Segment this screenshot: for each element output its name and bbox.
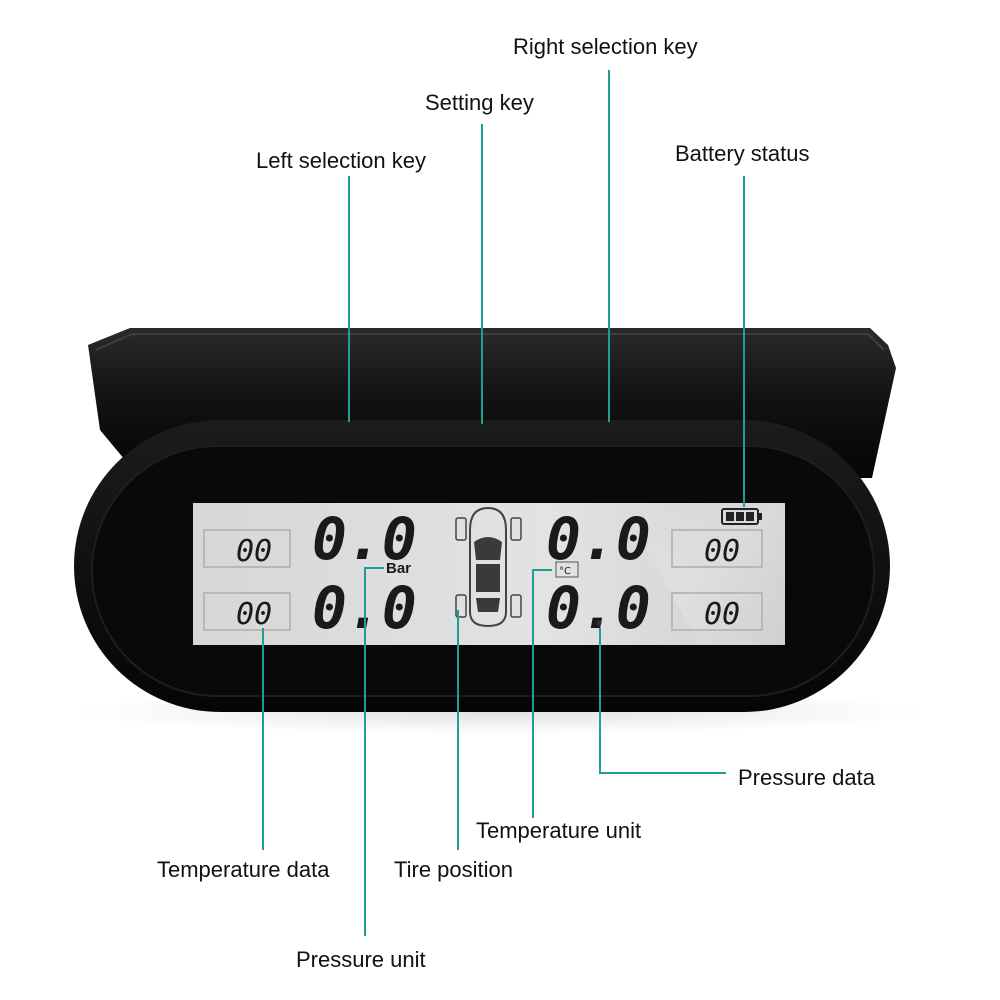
temperature-unit-indicator: °C (559, 566, 571, 577)
battery-status-label: Battery status (675, 141, 810, 166)
temp-value-front-left: 00 (236, 534, 272, 569)
tire-position-car-icon (455, 506, 522, 628)
temperature-unit-label: Temperature unit (476, 818, 642, 843)
temp-box-front-right (671, 529, 763, 568)
pressure-data-label: Pressure data (738, 765, 875, 790)
leader-line-pressure-data (599, 628, 726, 774)
visor-highlight (95, 333, 885, 351)
leader-lines (262, 70, 745, 936)
pressure-value-rear-right: 0.0 (546, 574, 651, 642)
setting-key-label: Setting key (425, 90, 534, 115)
pressure-unit-indicator: Bar (386, 560, 411, 577)
temp-value-rear-left: 00 (236, 597, 272, 632)
right-selection-key-label: Right selection key (513, 34, 698, 59)
lcd-glare (620, 503, 785, 645)
temp-box-front-left (203, 529, 291, 568)
pressure-marker-dot (596, 620, 602, 626)
pressure-value-front-left: 0.0 (312, 505, 417, 573)
pressure-value-front-right: 0.0 (546, 505, 651, 573)
temperature-data-label: Temperature data (157, 857, 330, 882)
pressure-unit-label: Pressure unit (296, 947, 426, 972)
temp-box-rear-right (671, 592, 763, 631)
leader-line-temperature-unit (532, 569, 552, 818)
temp-value-rear-right: 00 (704, 597, 740, 632)
temp-value-front-right: 00 (704, 534, 740, 569)
battery-icon (721, 508, 762, 525)
temperature-unit-frame (555, 561, 579, 578)
temp-box-rear-left (203, 592, 291, 631)
tire-position-label: Tire position (394, 857, 514, 882)
left-selection-key-label: Left selection key (256, 148, 426, 173)
leader-line-pressure-unit (364, 567, 384, 936)
